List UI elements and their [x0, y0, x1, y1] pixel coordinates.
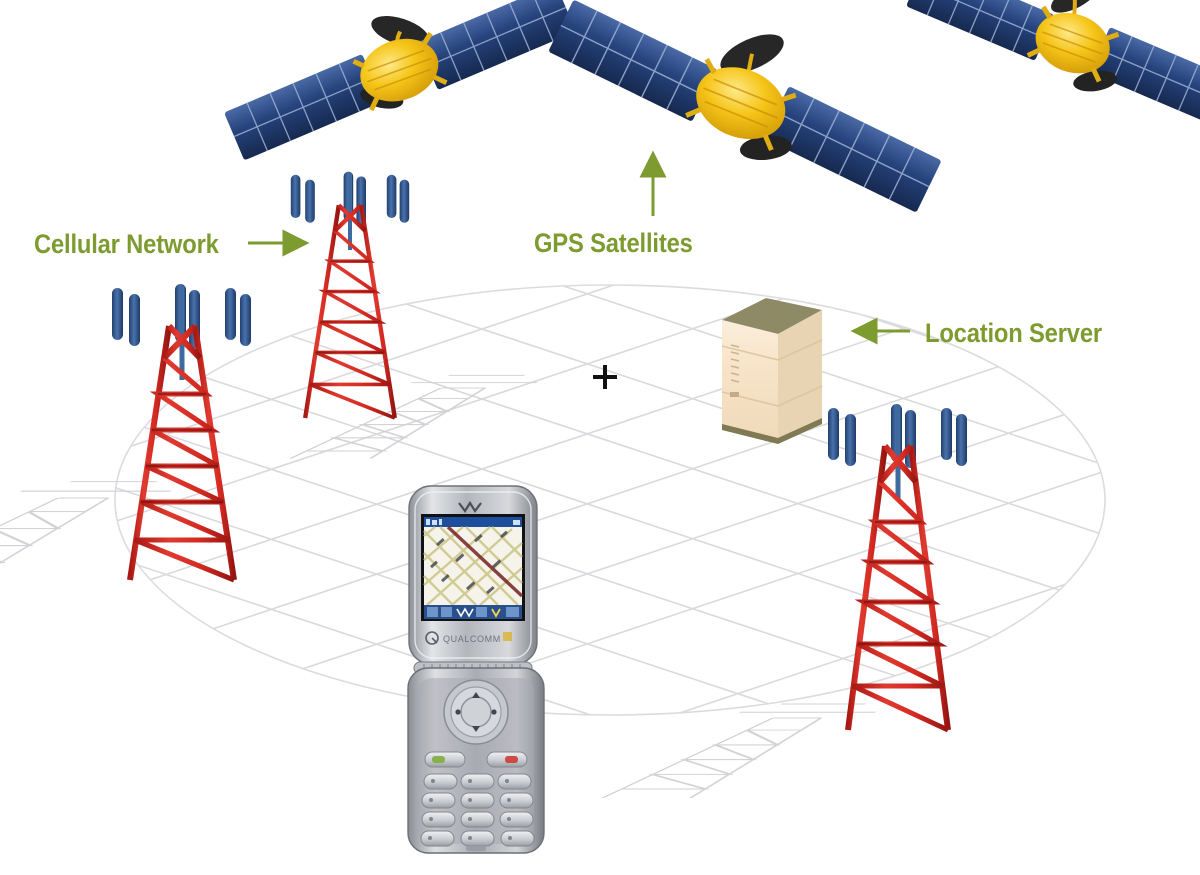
- server-vent-slots: [730, 344, 740, 383]
- key-star[interactable]: [420, 830, 455, 847]
- key-1[interactable]: [423, 773, 458, 790]
- cell-tower-middle[interactable]: [290, 171, 410, 421]
- location-server[interactable]: [721, 298, 823, 444]
- handset-keypad-half[interactable]: [407, 667, 545, 854]
- key-7[interactable]: [421, 811, 456, 828]
- key-2[interactable]: [460, 773, 495, 790]
- solar-panel-right: [1091, 27, 1200, 131]
- label-cellular-network: Cellular Network: [34, 229, 219, 259]
- dpad-up-icon[interactable]: [472, 692, 480, 698]
- satellite-body: [1026, 5, 1120, 83]
- dpad-left-icon[interactable]: [455, 709, 461, 715]
- server-front-face: [722, 320, 778, 444]
- handset-brand-text: QUALCOMM: [443, 634, 501, 644]
- label-location-server: Location Server: [925, 318, 1102, 348]
- handset-brand: QUALCOMM: [425, 631, 512, 645]
- key-6[interactable]: [499, 792, 534, 809]
- microphone-icon: [466, 846, 486, 851]
- screen-title-bar: [424, 517, 522, 527]
- key-hash[interactable]: [500, 830, 535, 847]
- satellite-dish-lower-icon: [1073, 70, 1117, 92]
- earpiece-icon: [458, 500, 482, 513]
- screen-map: [423, 525, 524, 606]
- server-status-slot: [730, 392, 739, 397]
- satellite-right[interactable]: [898, 0, 1200, 149]
- server-base: [722, 418, 822, 444]
- call-button-glyph: [432, 756, 445, 763]
- screen-toolbar-icons: [427, 607, 519, 618]
- dpad-control[interactable]: [443, 679, 509, 745]
- handset-screen-half[interactable]: QUALCOMM: [408, 485, 538, 665]
- cell-tower-left[interactable]: [112, 284, 251, 583]
- server-panel-seams: [721, 339, 823, 407]
- mobile-handset[interactable]: QUALCOMM: [407, 485, 545, 854]
- solar-panel-left: [906, 0, 1054, 60]
- key-9[interactable]: [499, 811, 534, 828]
- end-button-glyph: [505, 756, 518, 763]
- solar-panel-right: [418, 0, 576, 90]
- solar-panel-right: [764, 87, 941, 212]
- server-side-face: [778, 310, 822, 444]
- satellite-left[interactable]: [209, 0, 582, 169]
- key-8[interactable]: [460, 811, 495, 828]
- solar-panel-left: [224, 54, 382, 160]
- dpad-right-icon[interactable]: [491, 709, 497, 715]
- numeric-keypad[interactable]: [420, 773, 535, 847]
- handset-upper-bevel: [414, 491, 532, 659]
- key-4[interactable]: [421, 792, 456, 809]
- dpad-down-icon[interactable]: [472, 726, 480, 732]
- ground-plane-outline: [114, 284, 1106, 716]
- cell-tower-right[interactable]: [828, 404, 967, 733]
- key-5[interactable]: [460, 792, 495, 809]
- satellite-body: [685, 58, 797, 152]
- key-3[interactable]: [497, 773, 532, 790]
- satellite-dish-lower-icon: [739, 135, 792, 161]
- server-top-face: [722, 298, 822, 334]
- center-marker: [593, 365, 617, 389]
- screen-title-icons: [426, 519, 520, 525]
- satellite-body: [352, 31, 448, 112]
- solar-panel-left: [549, 0, 717, 121]
- label-gps-satellites: GPS Satellites: [534, 228, 693, 258]
- satellite-center[interactable]: [537, 0, 965, 232]
